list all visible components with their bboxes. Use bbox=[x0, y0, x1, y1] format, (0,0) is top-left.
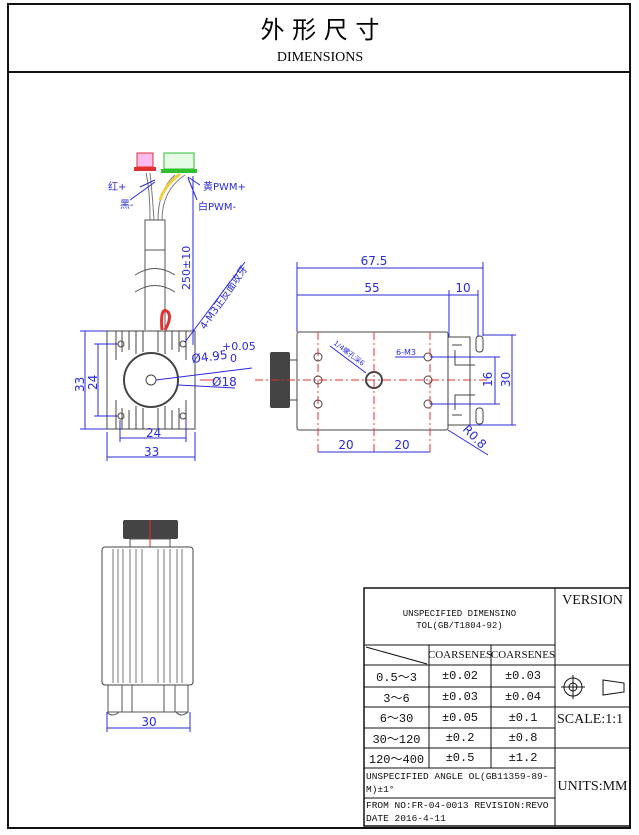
front-view bbox=[106, 152, 215, 430]
hole-spacing-vertical: 16 bbox=[481, 372, 495, 387]
cable-length: 250±10 bbox=[180, 246, 193, 290]
tol-b: ±0.8 bbox=[508, 731, 538, 745]
title-en: DIMENSIONS bbox=[277, 50, 363, 65]
label-white-wire: 白PWM- bbox=[198, 200, 237, 213]
tol-a: ±0.05 bbox=[441, 710, 478, 725]
tol-a: ±0.2 bbox=[445, 731, 475, 745]
version-label: VERSION bbox=[562, 593, 623, 608]
tol-b: ±1.2 bbox=[508, 751, 538, 765]
lens-dia: Ø18 bbox=[212, 375, 237, 389]
side-dimensions bbox=[296, 262, 516, 456]
tol-a: ±0.02 bbox=[441, 669, 478, 683]
spacing-1: 20 bbox=[338, 438, 353, 452]
side-holes-note: 6-M3 bbox=[396, 348, 416, 357]
front-width-inner: 24 bbox=[146, 426, 161, 440]
spacing-2: 20 bbox=[394, 438, 409, 452]
scale-label: SCALE:1:1 bbox=[557, 712, 624, 727]
tol-range: 6～30 bbox=[379, 712, 414, 726]
tol-range: 30～120 bbox=[372, 732, 421, 747]
angle-tolerance: UNSPECIFIED ANGLE OL(GB11359-89-M)±1° bbox=[366, 771, 549, 795]
projection-icon bbox=[561, 675, 625, 699]
col-header-1: COARSENES bbox=[427, 649, 493, 661]
label-red-wire: 红+ bbox=[108, 180, 126, 193]
bottom-view bbox=[101, 520, 194, 716]
mount-hole-note: 4-M3正反面攻牙 bbox=[197, 263, 251, 332]
tol-b: ±0.04 bbox=[504, 690, 541, 704]
tol-range: 0.5～3 bbox=[376, 670, 417, 685]
tol-b: ±0.1 bbox=[508, 710, 538, 725]
tol-range: 120～400 bbox=[368, 752, 425, 767]
bore-dia: Ø4.95 bbox=[191, 348, 229, 366]
side-view bbox=[255, 331, 490, 455]
sheet-border bbox=[7, 3, 631, 829]
tol-title: UNSPECIFIED DIMENSINO TOL(GB/T1804-92) bbox=[402, 609, 517, 631]
green-connector bbox=[163, 152, 195, 170]
overall-length: 67.5 bbox=[361, 254, 388, 268]
focus-knob bbox=[270, 352, 290, 408]
front-dimensions bbox=[80, 176, 253, 461]
col-header-2: COARSENES bbox=[490, 649, 556, 661]
center-hole-note: 1/4螺孔深6 bbox=[332, 338, 367, 368]
front-height-inner: 24 bbox=[86, 375, 100, 390]
units-label: UNITS:MM bbox=[557, 779, 628, 794]
front-width-outer: 33 bbox=[144, 445, 159, 459]
tol-b: ±0.03 bbox=[504, 669, 541, 683]
tol-a: ±0.5 bbox=[445, 751, 475, 765]
title-cn: 外 形 尺 寸 bbox=[261, 16, 380, 44]
label-black-wire: 黑- bbox=[120, 199, 134, 211]
side-height: 30 bbox=[499, 372, 513, 387]
tol-a: ±0.03 bbox=[441, 690, 478, 704]
body-length: 55 bbox=[364, 281, 379, 295]
red-connector bbox=[136, 152, 154, 168]
bottom-width: 30 bbox=[141, 715, 156, 729]
front-height-outer: 33 bbox=[73, 377, 87, 392]
form-number: FROM NO:FR-04-0013 REVISION:REVO DATE 20… bbox=[366, 800, 549, 824]
tail-length: 10 bbox=[455, 281, 470, 295]
tol-range: 3～6 bbox=[383, 691, 410, 706]
title-block-grid bbox=[363, 587, 631, 827]
label-yellow-wire: 黄PWM+ bbox=[203, 180, 246, 193]
bore-tol-lower: 0 bbox=[230, 352, 237, 365]
bore-tol-upper: +0.05 bbox=[222, 340, 256, 353]
